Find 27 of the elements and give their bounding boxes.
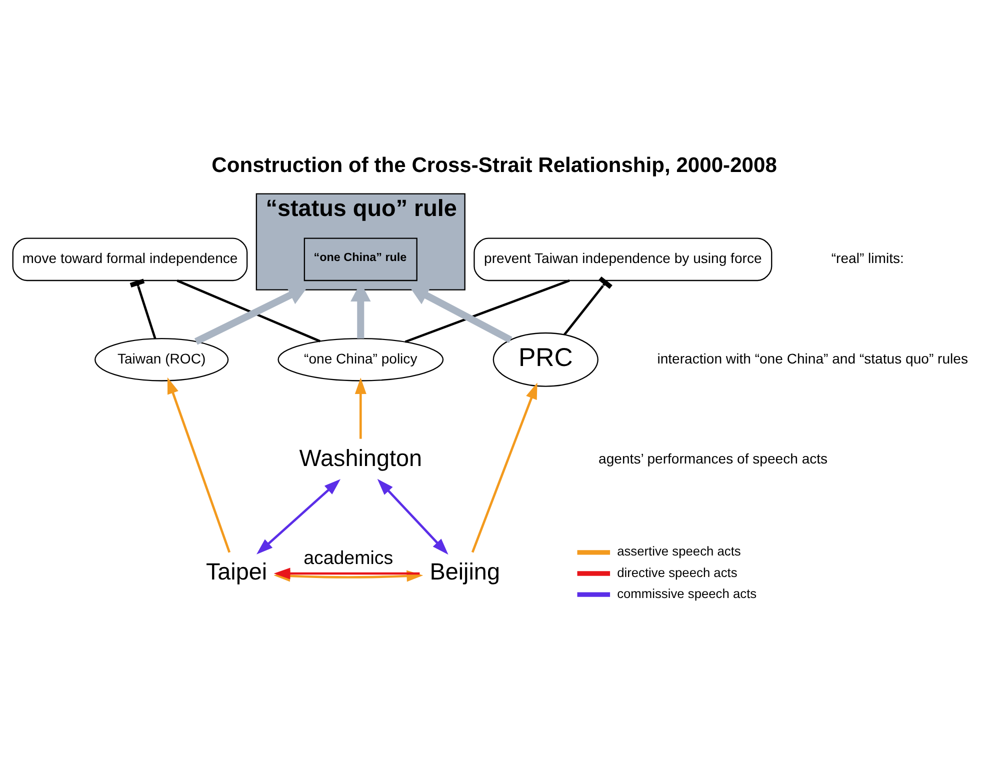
label: agents’ performances of speech acts xyxy=(598,450,828,466)
connector xyxy=(130,278,156,338)
legend-label: directive speech acts xyxy=(617,564,738,580)
connector xyxy=(404,278,570,342)
connector xyxy=(176,279,320,342)
node-box: move toward formal independence xyxy=(12,237,248,281)
arrow xyxy=(167,376,231,552)
label: “real” limits: xyxy=(831,250,904,266)
node-box: “one China” rule xyxy=(304,237,418,281)
arrow xyxy=(377,478,448,554)
label: interaction with “one China” and “status quo” rules xyxy=(657,350,968,366)
node-text: Washington xyxy=(299,444,422,470)
arrow xyxy=(274,567,420,579)
arrow xyxy=(354,377,366,438)
diagram-title: Construction of the Cross-Strait Relationship, 2000-2008 xyxy=(212,154,777,177)
node-ellipse: Taiwan (ROC) xyxy=(94,338,229,381)
legend-label: assertive speech acts xyxy=(617,543,741,558)
connector xyxy=(563,276,612,335)
edge-label: academics xyxy=(304,546,394,568)
node-text: Taipei xyxy=(206,558,268,584)
node-text: Beijing xyxy=(430,558,500,584)
arrow xyxy=(471,382,538,552)
node-box: prevent Taiwan independence by using force xyxy=(474,237,772,281)
legend-label: commissive speech acts xyxy=(617,585,757,600)
arrow xyxy=(256,478,341,554)
node-ellipse: PRC xyxy=(492,332,598,386)
node-ellipse: “one China” policy xyxy=(278,338,444,381)
